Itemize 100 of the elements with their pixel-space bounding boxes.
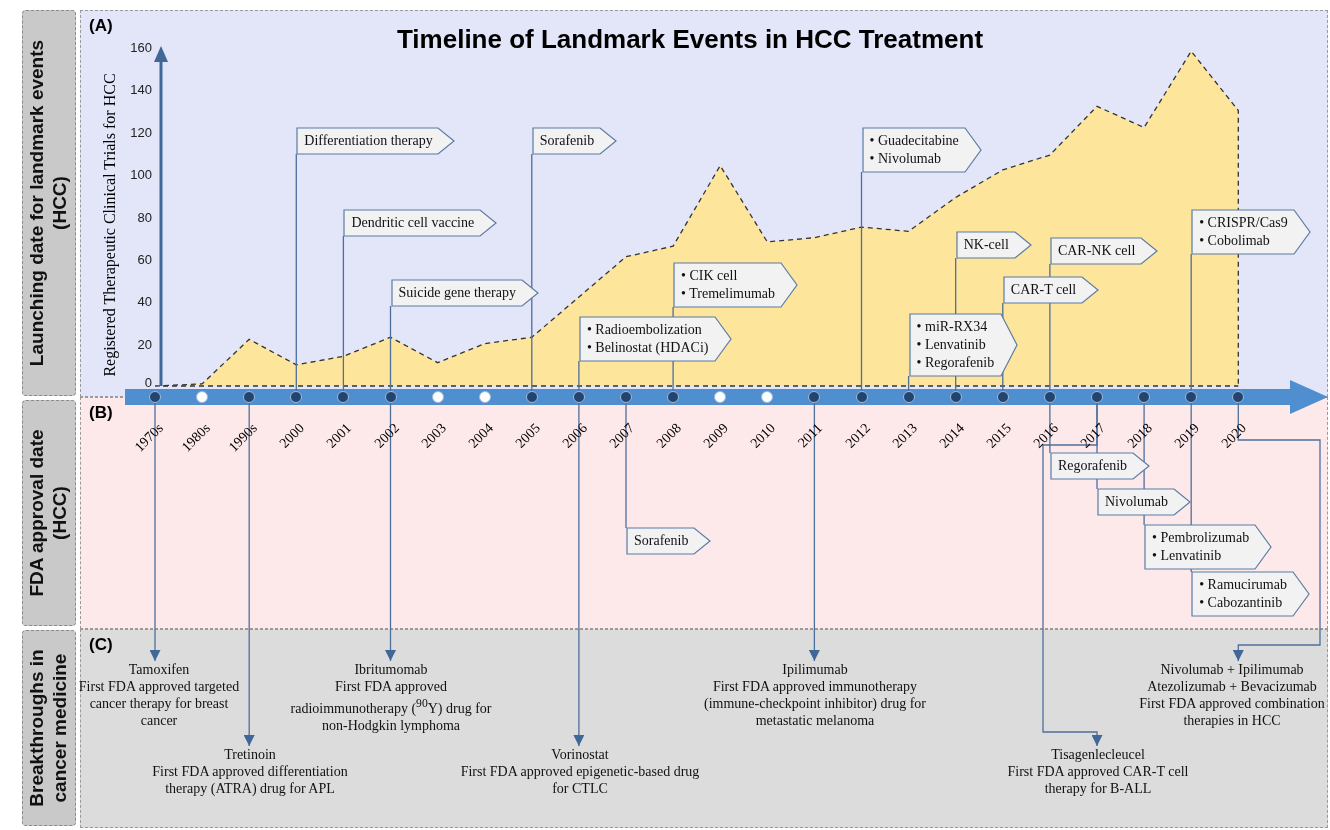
drug-name: Tisagenlecleucel: [1050, 746, 1146, 763]
callout-text: CAR-NK cell: [1057, 242, 1136, 260]
section-label: Breakthroughs in cancer medicine: [26, 648, 71, 809]
leader-line: [907, 375, 910, 392]
section-label: Launching date for landmark events (HCC): [26, 38, 71, 369]
flag-callout: [956, 232, 1031, 258]
flag-callout: [627, 528, 711, 554]
axis-tick-label: 40: [137, 294, 152, 310]
flag-callout: [1050, 238, 1158, 264]
section-label: FDA approval date (HCC): [26, 428, 71, 599]
callout-text: Sorafenib: [539, 132, 595, 150]
leader-line: [955, 257, 957, 392]
callout-text: Dendritic cell vaccine: [351, 214, 475, 232]
callout-text: CAR-T cell: [1010, 281, 1077, 299]
axis-tick-label: 120: [130, 124, 152, 140]
bullet-item: • CRISPR/Cas9: [1199, 214, 1288, 232]
flag-callout: [297, 128, 455, 154]
leader-line: [860, 171, 863, 392]
flag-callout: [674, 263, 798, 307]
bullet-item: • Regorafenib: [916, 354, 995, 372]
flag-callout: [391, 280, 538, 306]
panel-background: [80, 397, 1328, 629]
leader-line: [1190, 253, 1192, 392]
description-text: First FDA approved CAR-T cell therapy for B-ALL: [1006, 763, 1190, 797]
flag-callout: [1098, 489, 1190, 515]
flag-callout: [1003, 277, 1099, 303]
arrow: [1042, 402, 1103, 747]
panel-label: (C): [89, 635, 113, 655]
flag-callout: [579, 317, 731, 361]
description-text: First FDA approved differentiation therapy (ATRA) drug for APL: [151, 763, 349, 797]
panel-label: (B): [89, 403, 113, 423]
bullet-item: • Cobolimab: [1199, 232, 1271, 250]
bullet-item: • Cabozantinib: [1199, 594, 1284, 612]
callout-text: Suicide gene therapy: [398, 284, 516, 302]
arrow: [808, 402, 820, 662]
flag-callout: [1192, 210, 1310, 254]
bullet-item: • Guadecitabine: [869, 132, 959, 150]
axis-tick-label: 0: [144, 375, 152, 390]
axis-tick-label: 20: [137, 336, 152, 352]
description-text: First FDA approved radioimmunotherapy ($^{90}$Y) drug for non-Hodgkin lymphoma: [289, 678, 493, 734]
bullet-item: • Radioembolization: [586, 321, 703, 339]
leader-line: [531, 153, 533, 392]
arrow: [149, 402, 161, 662]
flag-callout: [532, 128, 617, 154]
panel-label: (A): [89, 16, 113, 36]
description-text: First FDA approved immunotherapy (immune-checkpoint inhibitor) drug for metastatic melanoma: [703, 678, 927, 729]
drug-name: Tamoxifen: [127, 661, 191, 678]
flag-callout: [1192, 572, 1309, 616]
drug-name: Ibritumomab: [353, 661, 429, 678]
flag-callout: [344, 210, 497, 236]
leader-line: [1049, 263, 1051, 392]
arrow: [1232, 402, 1321, 662]
section-label-box: [22, 10, 76, 396]
arrow: [573, 402, 585, 747]
panel-background: [80, 629, 1328, 828]
flag-callout: [1050, 453, 1150, 479]
bullet-item: • Lenvatinib: [1152, 547, 1223, 565]
bullet-item: • Tremelimumab: [681, 285, 776, 303]
callout-text: NK-cell: [963, 236, 1009, 254]
bullet-item: • miR-RX34: [916, 318, 989, 336]
callout-text: Differentiation therapy: [304, 132, 433, 150]
leader-line: [342, 235, 345, 392]
bullet-item: • Lenvatinib: [916, 336, 987, 354]
drug-name: Vorinostat: [550, 746, 610, 763]
leader-line: [578, 360, 580, 392]
section-label-box: [22, 400, 76, 626]
flag-callout: [1145, 525, 1272, 569]
axis-tick-label: 100: [130, 167, 152, 183]
leader-line: [1190, 402, 1192, 573]
callout-text: Regorafenib: [1057, 457, 1128, 475]
bullet-item: • Belinostat (HDACi): [586, 339, 709, 357]
axis-tick-label: 140: [130, 82, 152, 98]
bullet-item: • Ramucirumab: [1199, 576, 1287, 594]
description-text: First FDA approved targeted cancer therapy for breast cancer: [77, 678, 241, 729]
leader-line: [389, 305, 392, 392]
axis-title: Registered Therapeutic Clinical Trials for HCC: [101, 72, 119, 379]
bullet-item: • CIK cell: [681, 267, 739, 285]
section-label-box: [22, 630, 76, 826]
arrow: [243, 402, 255, 747]
axis-tick-label: 160: [130, 40, 152, 55]
drug-name: Tretinoin: [223, 746, 277, 763]
leader-line: [1143, 402, 1145, 526]
arrow: [385, 402, 396, 662]
flag-callout: [862, 128, 981, 172]
drug-name: Ipilimumab: [781, 661, 849, 678]
flag-callout: [909, 314, 1017, 376]
leader-line: [295, 153, 297, 392]
axis-tick-label: 80: [137, 209, 152, 225]
description-text: First FDA approved epigenetic-based drug for CTLC: [460, 763, 700, 797]
drug-name: Nivolumab + Ipilimumab: [1159, 661, 1305, 678]
bullet-item: • Nivolumab: [869, 150, 942, 168]
drug-name: Atezolizumab + Bevacizumab: [1146, 678, 1318, 695]
callout-text: Sorafenib: [634, 532, 689, 550]
callout-text: Nivolumab: [1105, 493, 1168, 511]
diagram-title: Timeline of Landmark Events in HCC Treatment: [395, 24, 985, 55]
leader-line: [625, 402, 627, 529]
description-text: First FDA approved combination therapies in HCC: [1138, 695, 1326, 729]
axis-tick-label: 60: [137, 251, 152, 267]
bullet-item: • Pembrolizumab: [1152, 529, 1250, 547]
leader-line: [1049, 402, 1051, 454]
